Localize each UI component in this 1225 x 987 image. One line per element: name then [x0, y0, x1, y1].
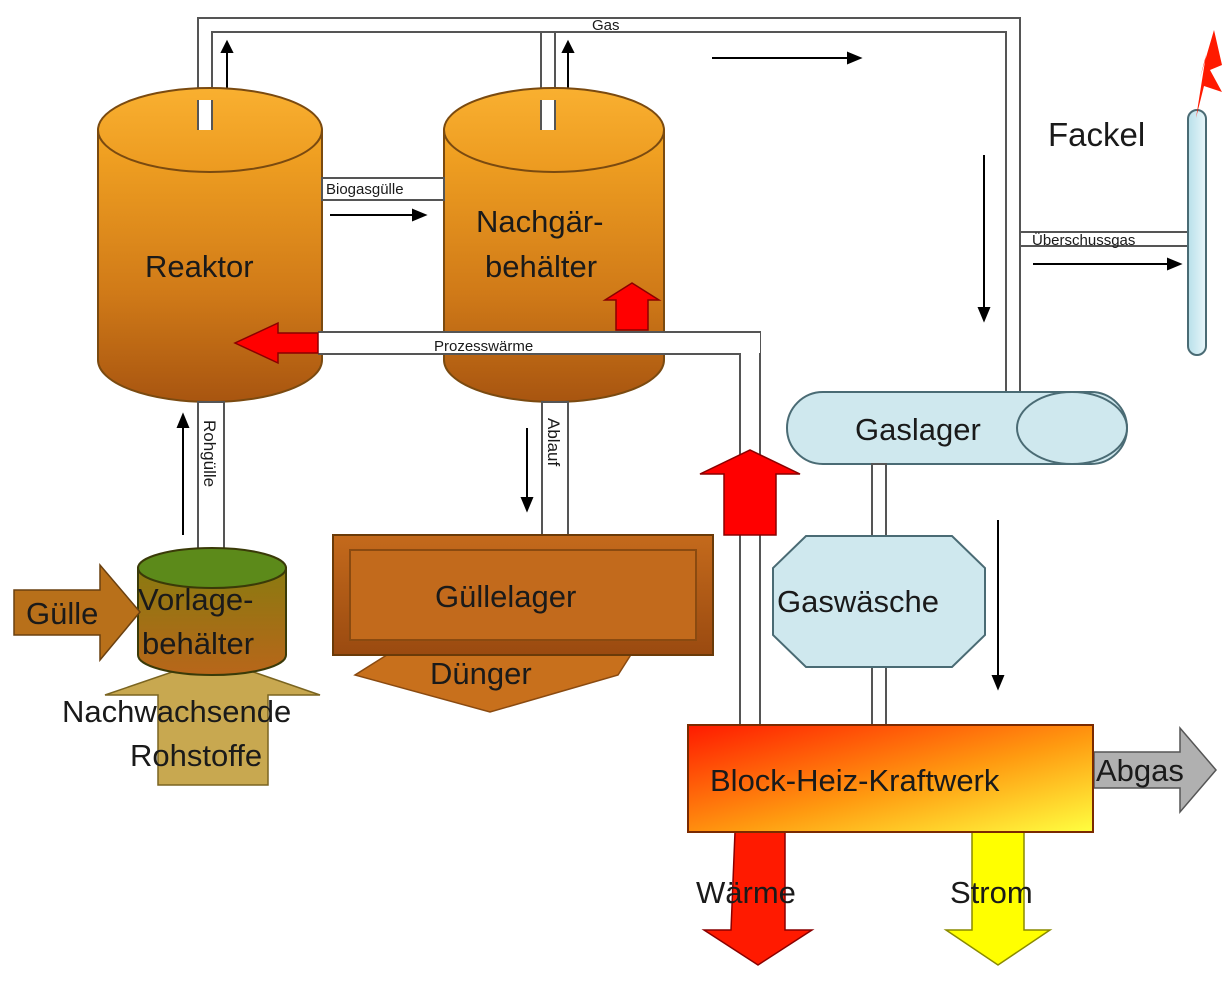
heat-to-post-fermenter-arrow	[602, 282, 662, 331]
power-output-label: Strom	[950, 875, 1033, 910]
raw-manure-pipe	[197, 401, 225, 551]
gas-storage	[786, 391, 1128, 465]
chp-label: Block-Heiz-Kraftwerk	[710, 763, 1000, 798]
reactor-label: Reaktor	[145, 249, 254, 284]
power-output-arrow	[943, 831, 1053, 966]
chp-unit	[687, 724, 1094, 833]
manure-input-arrow	[13, 562, 141, 663]
post-fermenter-label-line2: behälter	[485, 249, 597, 284]
heat-from-chp-arrow	[699, 449, 801, 536]
post-fermenter-label-line1: Nachgär-	[476, 204, 604, 239]
digestate-label: Biogasgülle	[326, 181, 404, 198]
gas-supply-arrow	[991, 520, 1005, 691]
raw-manure-arrow	[176, 412, 190, 535]
flare-stack	[1187, 30, 1222, 356]
raw-materials-arrow	[104, 657, 321, 786]
heat-to-reactor-arrow	[233, 321, 319, 365]
excess-gas-arrow	[1033, 257, 1183, 271]
gas-label: Gas	[592, 17, 620, 34]
excess-gas-label: Überschussgas	[1032, 231, 1135, 249]
exhaust-label: Abgas	[1096, 753, 1184, 788]
flame-icon	[1196, 30, 1222, 118]
raw-materials-label-line1: Nachwachsende	[62, 694, 291, 729]
pre-tank-label-line1: Vorlage-	[138, 582, 253, 617]
fertilizer-label: Dünger	[430, 656, 532, 691]
reactor-tank	[97, 87, 323, 403]
flare-label: Fackel	[1048, 116, 1145, 153]
gas-pipe	[197, 17, 1021, 392]
manure-input-label: Gülle	[26, 596, 98, 631]
pre-tank-label-line2: behälter	[142, 626, 254, 661]
heat-output-arrow	[701, 831, 815, 966]
gas-storage-label: Gaslager	[855, 412, 981, 447]
raw-manure-label: Rohgülle	[200, 420, 219, 487]
process-heat-label: Prozesswärme	[434, 338, 533, 355]
digestate-arrow	[330, 208, 428, 222]
pre-tank	[137, 547, 287, 676]
gas-scrubber	[772, 535, 986, 668]
exhaust-arrow	[1093, 725, 1217, 815]
digestate-transfer-pipe	[321, 177, 445, 201]
raw-materials-label-line2: Rohstoffe	[130, 738, 262, 773]
outflow-label: Ablauf	[544, 418, 563, 466]
gas-flow-arrows	[220, 39, 991, 323]
outflow-arrow	[520, 428, 534, 513]
manure-storage	[332, 534, 714, 656]
gas-scrubber-label: Gaswäsche	[777, 584, 939, 619]
heat-output-label: Wärme	[696, 875, 796, 910]
manure-storage-label: Güllelager	[435, 579, 576, 614]
